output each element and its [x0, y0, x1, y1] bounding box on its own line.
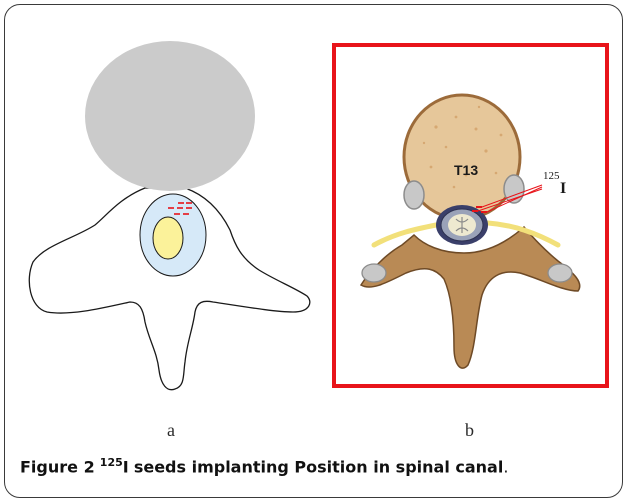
vertebra-label: T13 [454, 162, 478, 178]
isotope-mass-label: 125 [543, 170, 560, 182]
caption-text: seeds implanting Position in spinal cana… [134, 457, 504, 476]
caption-isotope-mass: 125 [100, 456, 123, 469]
vertebral-body [85, 41, 255, 191]
isotope-symbol-label: I [560, 180, 566, 197]
transverse-process-right [548, 264, 572, 282]
spinal-cord [153, 217, 183, 259]
panel-b-frame: T13 125 I [332, 43, 609, 388]
panel-b-illustration: T13 125 I [336, 47, 605, 384]
figure-caption: Figure 2 125I seeds implanting Position … [20, 456, 508, 476]
transverse-process-left [362, 264, 386, 282]
figure-label: Figure 2 [20, 457, 95, 476]
vertebral-arch-illustration [361, 227, 580, 368]
superior-process-left [404, 181, 424, 209]
caption-period: . [503, 457, 508, 476]
panel-a-schematic [25, 40, 315, 400]
caption-isotope-symbol: I [123, 457, 129, 476]
panel-b-letter: b [465, 420, 474, 441]
panel-a-letter: a [167, 420, 175, 441]
